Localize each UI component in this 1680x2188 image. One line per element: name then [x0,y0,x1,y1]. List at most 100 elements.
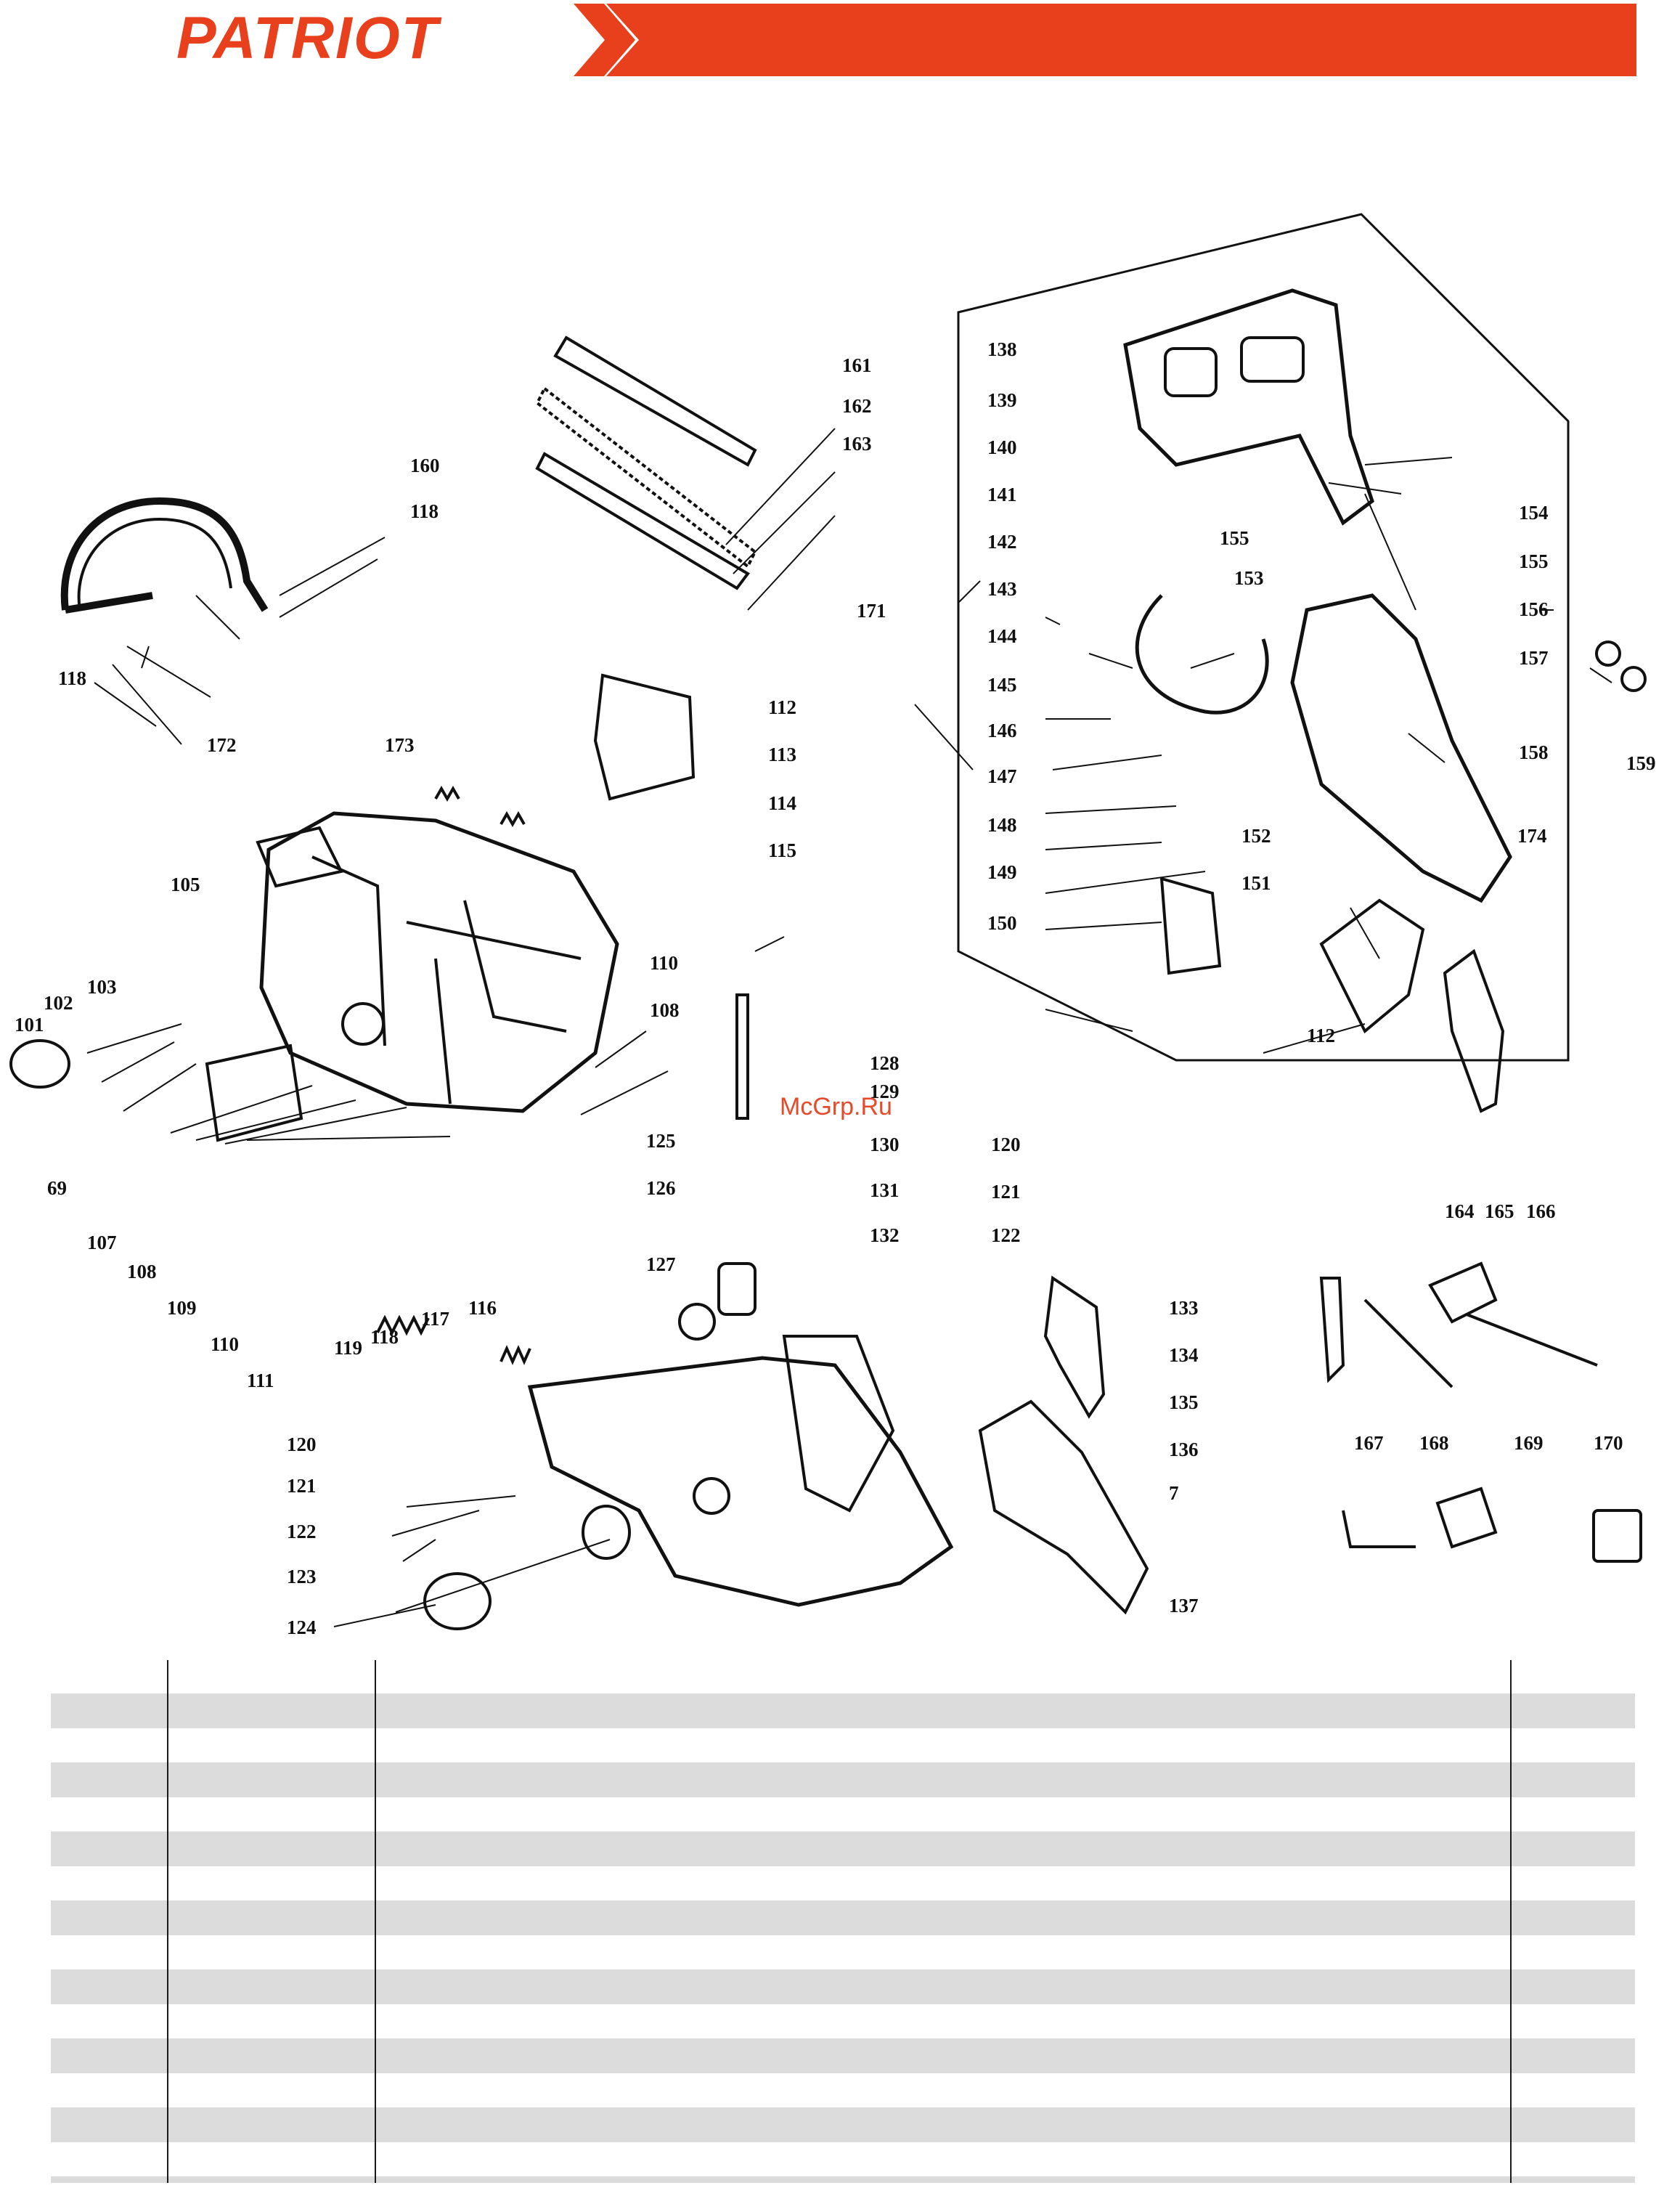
callout-161: 161 [842,354,872,376]
callout-126: 126 [646,1177,676,1199]
callout-107: 107 [87,1232,117,1253]
header-bar [606,4,1636,76]
tank-handle-loop [782,1335,895,1513]
callout-111: 111 [247,1370,274,1391]
clutch-cover-part [1290,593,1512,903]
chain-guard-plate [593,673,696,801]
brake-band-part [1135,594,1269,715]
combi-wrench-tool [1428,1261,1598,1367]
spring-117 [499,1345,531,1365]
callout-154: 154 [1519,502,1549,524]
callout-166: 166 [1526,1200,1556,1222]
callout-163: 163 [842,433,872,455]
callout-164: 164 [1445,1200,1475,1222]
callout-122a: 122 [287,1521,317,1542]
callout-110a: 110 [211,1333,239,1355]
chain-brake-inset-frame [957,213,1570,1062]
chain-file-holder [1319,1277,1345,1383]
callout-105: 105 [171,874,200,895]
table-row [51,1831,1635,1866]
callout-120a: 120 [287,1433,317,1455]
callout-130: 130 [870,1134,900,1155]
callout-143: 143 [987,578,1017,600]
callout-140: 140 [987,436,1017,458]
oil-seal-ring [582,1505,631,1560]
callout-145: 145 [987,674,1017,696]
callout-121a: 121 [287,1475,317,1497]
chain-brake-handle-part [1123,288,1374,526]
chevron-icon [574,4,635,76]
chain-guide-plate [1159,877,1222,975]
rear-cover-part [978,1399,1149,1615]
callout-171: 171 [857,600,886,622]
callout-150: 150 [987,912,1017,934]
callout-108a: 108 [127,1261,157,1282]
callout-114: 114 [768,792,796,814]
callout-144: 144 [987,625,1017,647]
brand-logo: PATRIOT [176,5,439,71]
tank-neck [693,1477,730,1515]
callout-157: 157 [1519,647,1549,669]
callout-118b: 118 [410,500,439,522]
oil-pump-body [717,1262,757,1316]
callout-103: 103 [87,976,117,998]
handle-slot-right [1240,336,1305,383]
spring-173b [499,810,526,828]
tank-opening [678,1303,716,1341]
table-column-divider [167,1660,168,2183]
callout-139: 139 [987,389,1017,411]
guide-plate-spare [1435,1487,1498,1549]
callout-131: 131 [870,1179,900,1201]
callout-155a: 155 [1220,527,1249,549]
callout-129: 129 [870,1081,900,1102]
table-row [51,1693,1635,1728]
callout-119: 119 [334,1337,362,1359]
table-row [51,1969,1635,2004]
callout-128: 128 [870,1052,900,1074]
throttle-trigger-part [1043,1275,1106,1419]
callout-135: 135 [1169,1391,1199,1413]
callout-112b: 112 [1307,1025,1335,1046]
bar-nut-b [1620,666,1647,692]
callout-132: 132 [870,1224,900,1246]
callout-7: 7 [1169,1482,1179,1504]
bumper-spike-part [1443,948,1505,1113]
callout-112a: 112 [768,696,796,718]
callout-137: 137 [1169,1595,1199,1616]
callout-117: 117 [421,1308,449,1330]
callout-122b: 122 [991,1224,1021,1246]
table-column-divider [1510,1660,1512,2183]
table-row [51,2107,1635,2142]
table-row [51,2038,1635,2073]
spring-173a [434,785,460,802]
callout-162: 162 [842,395,872,417]
callout-173: 173 [385,734,415,756]
callout-147: 147 [987,765,1017,787]
bar-nut-a [1595,640,1621,667]
callout-151: 151 [1241,872,1271,894]
callout-168: 168 [1419,1432,1449,1454]
tank-housing-part [527,1356,954,1607]
parts-table [51,1660,1635,2183]
callout-69: 69 [47,1177,67,1199]
callout-109: 109 [167,1297,197,1319]
callout-127: 127 [646,1253,676,1275]
callout-141: 141 [987,484,1017,505]
front-handle-inner [77,517,232,611]
saw-chain-part [535,386,757,569]
callout-110b: 110 [650,952,678,974]
callout-174: 174 [1517,825,1547,847]
crankcase-detail [311,855,582,1105]
callout-123: 123 [287,1566,317,1587]
callout-153: 153 [1234,567,1264,589]
callout-156: 156 [1519,598,1549,620]
exploded-parts-diagram: 101 102 103 105 69 107 108 109 110 111 1… [9,213,1656,1638]
bar-spacer-part [1319,898,1425,1034]
oil-pump-shaft [735,993,749,1120]
callout-167: 167 [1354,1432,1384,1454]
callout-159: 159 [1626,752,1656,774]
callout-169: 169 [1514,1432,1544,1454]
oil-canister-part [1592,1509,1642,1563]
hex-key-tool [1342,1510,1416,1548]
table-row [51,1762,1635,1797]
